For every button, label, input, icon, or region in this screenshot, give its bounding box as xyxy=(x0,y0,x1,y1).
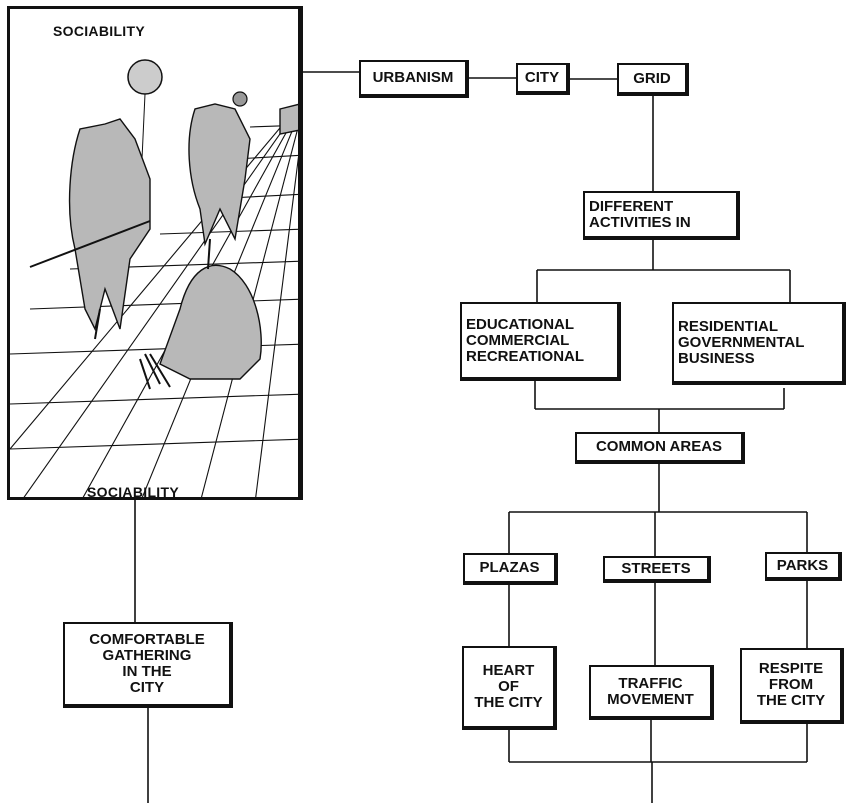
node-educational-commercial-recreational: EDUCATIONAL COMMERCIAL RECREATIONAL xyxy=(460,302,621,381)
illustration-bottom-label: SOCIABILITY xyxy=(87,484,179,500)
node-plazas: PLAZAS xyxy=(463,553,558,585)
node-common-areas: COMMON AREAS xyxy=(575,432,745,464)
illustration-top-label: SOCIABILITY xyxy=(53,23,145,39)
node-streets: STREETS xyxy=(603,556,711,583)
node-traffic-movement: TRAFFIC MOVEMENT xyxy=(589,665,714,720)
node-residential-governmental-business: RESIDENTIAL GOVERNMENTAL BUSINESS xyxy=(672,302,846,385)
node-comfortable-gathering: COMFORTABLE GATHERING IN THE CITY xyxy=(63,622,233,708)
node-grid: GRID xyxy=(617,63,689,96)
node-different-activities: DIFFERENT ACTIVITIES IN xyxy=(583,191,740,240)
sociability-illustration: SOCIABILITY xyxy=(7,6,303,500)
node-urbanism: URBANISM xyxy=(359,60,469,98)
perspective-grid-drawing xyxy=(10,59,298,497)
node-heart-of-the-city: HEART OF THE CITY xyxy=(462,646,557,730)
node-parks: PARKS xyxy=(765,552,842,581)
node-city: CITY xyxy=(516,63,570,95)
node-respite-from-the-city: RESPITE FROM THE CITY xyxy=(740,648,844,724)
balloon-icon xyxy=(127,59,163,160)
